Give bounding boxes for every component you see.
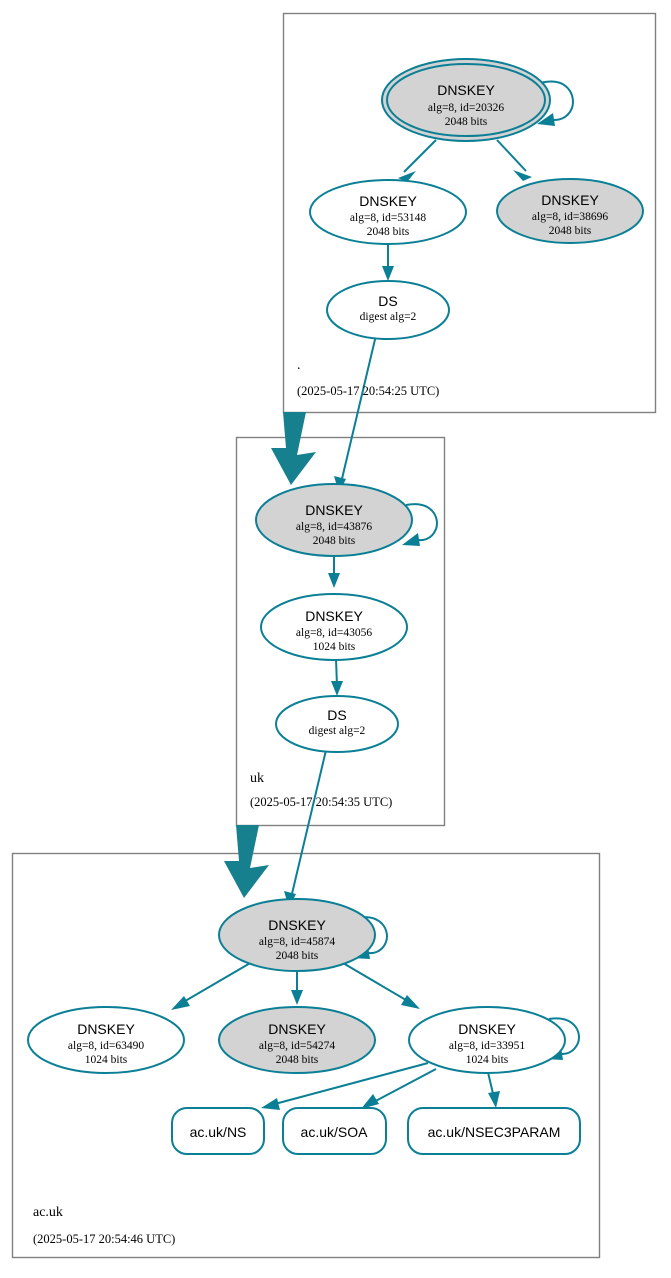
node-title: DNSKEY [458, 1021, 516, 1037]
node-root-ds-uk[interactable]: DS digest alg=2 [326, 280, 450, 340]
node-detail-line2: digest alg=2 [360, 311, 417, 323]
node-acuk-dnskey-54274[interactable]: DNSKEY alg=8, id=54274 2048 bits [218, 1006, 376, 1074]
rrset-label: ac.uk/NSEC3PARAM [428, 1124, 561, 1140]
node-root-dnskey-38696[interactable]: DNSKEY alg=8, id=38696 2048 bits [496, 178, 644, 244]
zone-timestamp-root: (2025-05-17 20:54:25 UTC) [297, 384, 439, 398]
node-detail-line2: alg=8, id=43056 [296, 627, 372, 639]
node-detail-line3: 1024 bits [85, 1054, 128, 1066]
node-uk-ds-ac-uk[interactable]: DS digest alg=2 [275, 695, 399, 753]
node-title: DNSKEY [268, 917, 326, 933]
node-detail-line3: 1024 bits [466, 1054, 509, 1066]
node-title: DS [327, 707, 346, 723]
node-detail-line2: alg=8, id=53148 [350, 212, 426, 224]
edge-acuk-ksk-to-key-54274 [291, 968, 303, 1005]
edge-uk-ksk-self-sign [402, 503, 438, 546]
node-title: DNSKEY [305, 502, 363, 518]
edge-acuk-ksk-to-key-63490 [171, 961, 253, 1010]
node-detail-line3: 2048 bits [276, 950, 319, 962]
rrset-label: ac.uk/SOA [301, 1124, 369, 1140]
edge-uk-zsk-to-ds-ac-uk [331, 658, 343, 696]
node-title: DNSKEY [437, 82, 495, 98]
zone-label-uk: uk [250, 771, 264, 786]
edge-key-33951-to-rrset-ns [261, 1062, 429, 1110]
zone-timestamp-uk: (2025-05-17 20:54:35 UTC) [250, 795, 392, 809]
node-title: DS [378, 293, 397, 309]
node-title: DNSKEY [541, 192, 599, 208]
node-rrset-ac-uk-ns[interactable]: ac.uk/NS [171, 1107, 265, 1155]
edge-root-zsk-to-ds-uk [382, 244, 394, 281]
node-acuk-dnskey-33951[interactable]: DNSKEY alg=8, id=33951 1024 bits [408, 1006, 566, 1074]
node-title: DNSKEY [268, 1021, 326, 1037]
node-acuk-dnskey-63490[interactable]: DNSKEY alg=8, id=63490 1024 bits [27, 1006, 185, 1074]
node-detail-line2: digest alg=2 [309, 725, 366, 737]
node-uk-dnskey-43056[interactable]: DNSKEY alg=8, id=43056 1024 bits [260, 593, 408, 661]
node-detail-line2: alg=8, id=54274 [259, 1040, 335, 1052]
node-root-dnskey-20326[interactable]: DNSKEY alg=8, id=20326 2048 bits [381, 58, 551, 142]
node-detail-line2: alg=8, id=43876 [296, 521, 372, 533]
node-detail-line3: 2048 bits [276, 1054, 319, 1066]
node-uk-dnskey-43876[interactable]: DNSKEY alg=8, id=43876 2048 bits [255, 483, 413, 557]
node-detail-line3: 2048 bits [549, 225, 592, 237]
node-title: DNSKEY [305, 608, 363, 624]
edge-root-ksk-to-zsk-53148 [398, 139, 437, 182]
node-detail-line3: 2048 bits [445, 116, 488, 128]
rrset-label: ac.uk/NS [190, 1124, 247, 1140]
delegation-arrow-uk-to-ac-uk [224, 825, 269, 898]
edge-key-33951-to-rrset-soa [361, 1068, 437, 1109]
zone-label-root: . [297, 358, 301, 373]
node-rrset-ac-uk-nsec3param[interactable]: ac.uk/NSEC3PARAM [407, 1107, 581, 1155]
delegation-arrow-root-to-uk [271, 412, 316, 485]
node-detail-line2: alg=8, id=38696 [532, 211, 608, 223]
node-title: DNSKEY [359, 193, 417, 209]
node-detail-line3: 2048 bits [313, 535, 356, 547]
node-root-dnskey-53148[interactable]: DNSKEY alg=8, id=53148 2048 bits [309, 179, 467, 245]
node-detail-line2: alg=8, id=20326 [428, 102, 504, 114]
node-detail-line2: alg=8, id=33951 [449, 1040, 525, 1052]
node-detail-line3: 1024 bits [313, 641, 356, 653]
node-detail-line2: alg=8, id=63490 [68, 1040, 144, 1052]
edge-root-ksk-self-sign [537, 80, 574, 126]
edge-root-ksk-to-key-38696 [496, 139, 532, 181]
node-title: DNSKEY [77, 1021, 135, 1037]
node-rrset-ac-uk-soa[interactable]: ac.uk/SOA [282, 1107, 387, 1155]
node-detail-line2: alg=8, id=45874 [259, 936, 335, 948]
node-detail-line3: 2048 bits [367, 226, 410, 238]
zone-timestamp-ac-uk: (2025-05-17 20:54:46 UTC) [33, 1232, 175, 1246]
node-acuk-dnskey-45874[interactable]: DNSKEY alg=8, id=45874 2048 bits [218, 898, 376, 972]
edge-acuk-ksk-to-key-33951 [342, 962, 420, 1009]
zone-label-ac-uk: ac.uk [33, 1205, 63, 1220]
